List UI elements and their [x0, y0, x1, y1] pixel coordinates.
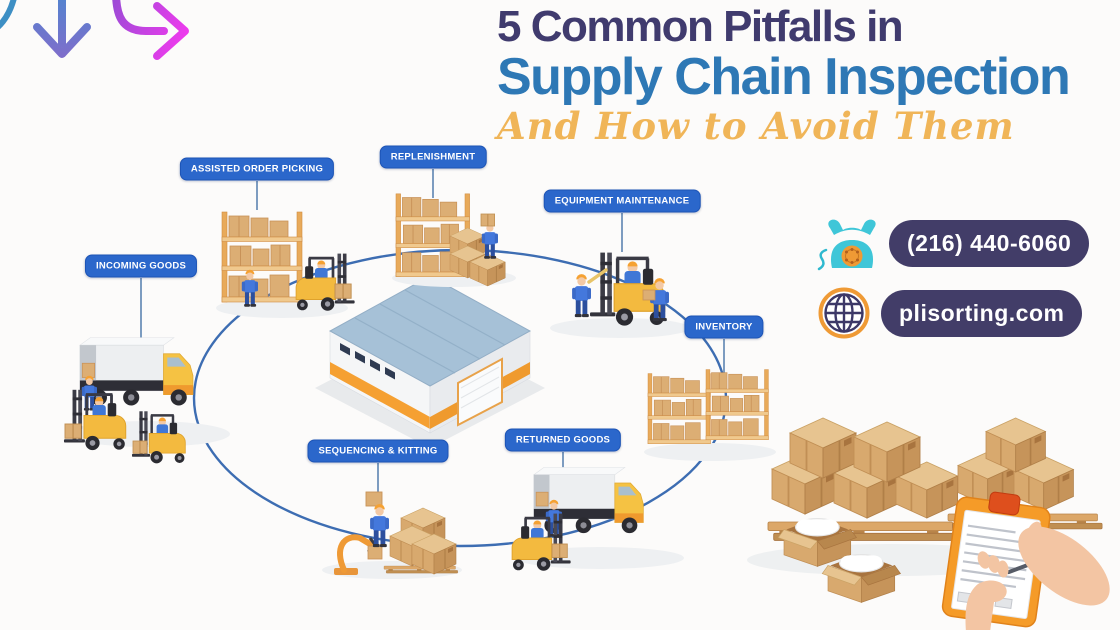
page-title: 5 Common Pitfalls in Supply Chain Inspec…	[497, 2, 1071, 148]
teal-arc-decoration	[0, 0, 17, 30]
curved-right-arrow-decoration	[112, 0, 189, 60]
inspection-scene	[747, 417, 1110, 630]
warehouse-illustration	[315, 275, 545, 448]
replenishment-scene	[392, 193, 516, 287]
sequencing-kitting-scene	[322, 491, 462, 579]
station-label-returned-goods: RETURNED GOODS	[504, 428, 622, 452]
returned-goods-scene	[512, 466, 684, 570]
station-label-assisted-order-picking: ASSISTED ORDER PICKING	[179, 157, 335, 181]
pen	[1007, 554, 1054, 574]
contact-block: (216) 440-6060 plisorting.com	[816, 214, 1090, 341]
decorative-arrows	[0, 0, 189, 60]
incoming-goods-scene	[62, 337, 230, 465]
title-line-3: And How to Avoid Them	[497, 103, 1015, 148]
phone-number-pill[interactable]: (216) 440-6060	[889, 219, 1090, 267]
right-hand	[1018, 521, 1110, 606]
station-label-inventory: INVENTORY	[684, 315, 764, 339]
telephone-icon	[817, 219, 876, 271]
left-hand	[965, 551, 1009, 630]
station-label-sequencing-kitting: SEQUENCING & KITTING	[307, 439, 449, 463]
website-pill[interactable]: plisorting.com	[881, 289, 1083, 337]
inspection-clipboard	[941, 491, 1051, 628]
title-line-1: 5 Common Pitfalls in	[497, 2, 904, 51]
title-line-2: Supply Chain Inspection	[497, 48, 1071, 107]
station-label-replenishment: REPLENISHMENT	[379, 145, 487, 169]
website-row: plisorting.com	[816, 285, 1089, 341]
process-loop-ellipse	[192, 248, 728, 548]
station-label-equipment-maintenance: EQUIPMENT MAINTENANCE	[543, 189, 701, 213]
down-arrow-decoration	[33, 0, 91, 58]
globe-icon	[818, 287, 870, 339]
assisted-order-picking-scene	[216, 211, 355, 318]
equipment-maintenance-scene	[550, 250, 690, 338]
phone-row: (216) 440-6060	[816, 214, 1090, 272]
station-label-incoming-goods: INCOMING GOODS	[84, 254, 198, 278]
inventory-scene	[644, 369, 776, 461]
